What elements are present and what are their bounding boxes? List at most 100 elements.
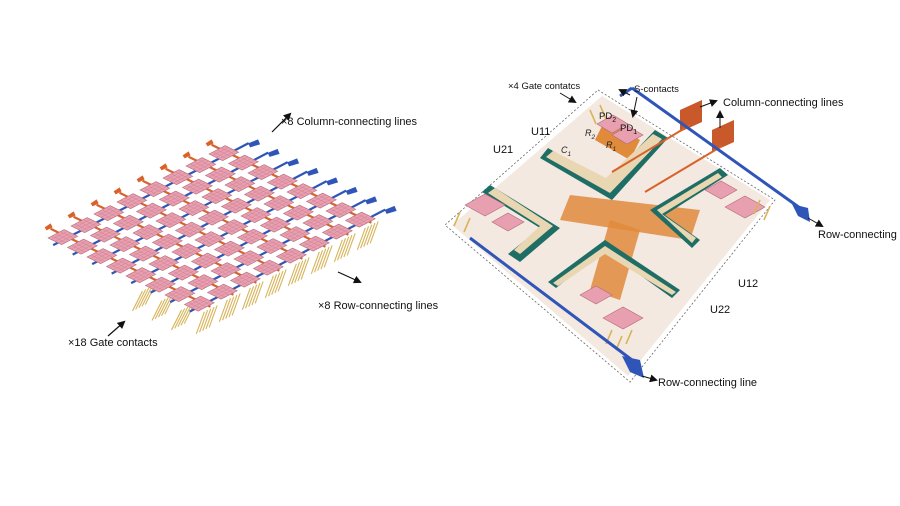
row-line-label-bottom: Row-connecting line	[658, 377, 757, 389]
gate-contact-finger	[346, 233, 356, 256]
gate-contact-finger	[277, 269, 287, 292]
gate-contact-finger	[287, 263, 297, 287]
gate-contact-stub	[589, 109, 597, 125]
row-line-terminal	[384, 205, 397, 214]
gate-contact-finger	[154, 298, 166, 320]
pixel-pads-group	[47, 145, 376, 312]
row-line-top-terminal	[792, 204, 810, 222]
gate-contact-finger	[241, 287, 251, 311]
s-contacts-arrow-a	[618, 89, 631, 97]
gate-contact-stub	[763, 205, 771, 221]
column-line-1	[611, 124, 691, 173]
gate-contact-stub	[463, 217, 471, 233]
left-array-panel: ×8 Column-connecting lines ×8 Row-connec…	[44, 112, 439, 349]
u11-label: U11	[531, 126, 550, 138]
gate-contact-finger	[264, 275, 274, 299]
column-line-terminal	[113, 187, 122, 195]
gate-contact-finger	[366, 222, 376, 246]
row-line-terminal	[248, 139, 261, 148]
gate-contact-stub	[625, 329, 633, 345]
gate-contact-finger	[199, 310, 209, 333]
gate-contact-stub	[753, 199, 761, 215]
channel-u21	[482, 185, 560, 262]
gate-contact-stub	[599, 104, 607, 120]
gate-contacts-arrow	[107, 320, 126, 337]
u21-pad-a	[464, 193, 506, 217]
column-line-terminal	[182, 151, 191, 159]
column-line-terminal	[44, 223, 53, 231]
gate-contacts-label: ×18 Gate contacts	[68, 337, 158, 349]
u12-pad-a	[704, 180, 738, 200]
u12-label: U12	[738, 278, 758, 290]
channel-group	[482, 130, 728, 298]
gate-contact-finger	[320, 246, 330, 270]
u22-pad-b	[602, 306, 644, 330]
gate-contact-finger	[248, 284, 258, 307]
gate-contact-finger	[138, 287, 150, 309]
s-contacts-label: S-contacts	[634, 84, 679, 95]
column-line-flag-1	[680, 100, 702, 132]
gate-contact-finger	[317, 248, 327, 271]
gate-contact-finger	[254, 281, 264, 304]
row-line-terminal	[365, 196, 378, 205]
gate-contact-finger	[174, 308, 186, 329]
gate-contact-finger	[337, 238, 347, 261]
gate-contact-finger	[323, 245, 333, 268]
gate-contact-finger	[195, 311, 205, 335]
row-line-top	[631, 86, 801, 210]
gate-contact-finger	[225, 296, 235, 319]
u22-pad-a	[579, 285, 613, 305]
gate-contact-finger	[363, 224, 373, 247]
gate-contact-finger	[141, 285, 153, 307]
gate-contact-finger	[343, 234, 353, 258]
row-line-arrow-bottom	[641, 374, 658, 383]
gate-contact-finger	[245, 286, 255, 309]
column-lines-arrow	[271, 112, 292, 133]
gate-contact-finger	[132, 290, 143, 312]
gate-contact-finger	[161, 295, 173, 316]
column-line-terminal	[90, 199, 99, 207]
row-lines-label: ×8 Row-connecting lines	[318, 300, 439, 312]
row-line-terminal	[326, 177, 339, 186]
pd1-pad	[611, 125, 644, 145]
gate-contact-stub	[453, 211, 461, 227]
row-lines-arrow	[337, 271, 362, 284]
u21-label: U21	[493, 144, 513, 156]
u22-label: U22	[710, 304, 730, 316]
column-lines-label: ×8 Column-connecting lines	[281, 116, 418, 128]
column-lines-arrow-right-a	[699, 99, 718, 108]
gate-contact-finger	[360, 226, 370, 249]
gate-contacts-label-right: ×4 Gate contatcs	[508, 81, 580, 92]
gate-contact-finger	[300, 257, 310, 280]
row-line-terminal	[306, 167, 319, 176]
gate-contact-finger	[218, 299, 228, 323]
gate-contact-finger	[274, 270, 284, 294]
gate-contact-finger	[314, 250, 324, 273]
gate-contact-finger	[205, 306, 215, 330]
gate-contact-finger	[356, 227, 366, 251]
gate-contact-finger	[340, 236, 350, 259]
gate-contacts-arrow-right	[559, 92, 577, 104]
c1-label: C1	[561, 145, 572, 158]
right-unit-panel: ×4 Gate contatcs S-contacts Column-conne…	[444, 81, 900, 389]
column-line-2	[644, 145, 723, 193]
gate-contact-finger	[333, 239, 343, 263]
row-line-label-top: Row-connecting line	[818, 229, 900, 241]
row-line-terminal	[287, 158, 300, 167]
pd2-pad	[596, 114, 629, 134]
gate-contact-finger	[228, 294, 238, 318]
unit-outline	[444, 89, 776, 383]
column-line-terminal	[159, 163, 168, 171]
u21-pad-b	[491, 212, 525, 232]
gate-contact-finger	[180, 304, 192, 326]
gate-contact-finger	[294, 260, 304, 283]
s-contacts-arrow-b	[630, 96, 639, 118]
pd2-label: PD2	[599, 111, 616, 124]
gate-contact-finger	[271, 272, 281, 295]
gate-contact-finger	[202, 308, 212, 331]
gate-contact-finger	[171, 309, 182, 331]
pd1-label: PD1	[620, 123, 637, 136]
gate-contact-finger	[222, 298, 232, 321]
gate-contact-finger	[151, 300, 163, 321]
